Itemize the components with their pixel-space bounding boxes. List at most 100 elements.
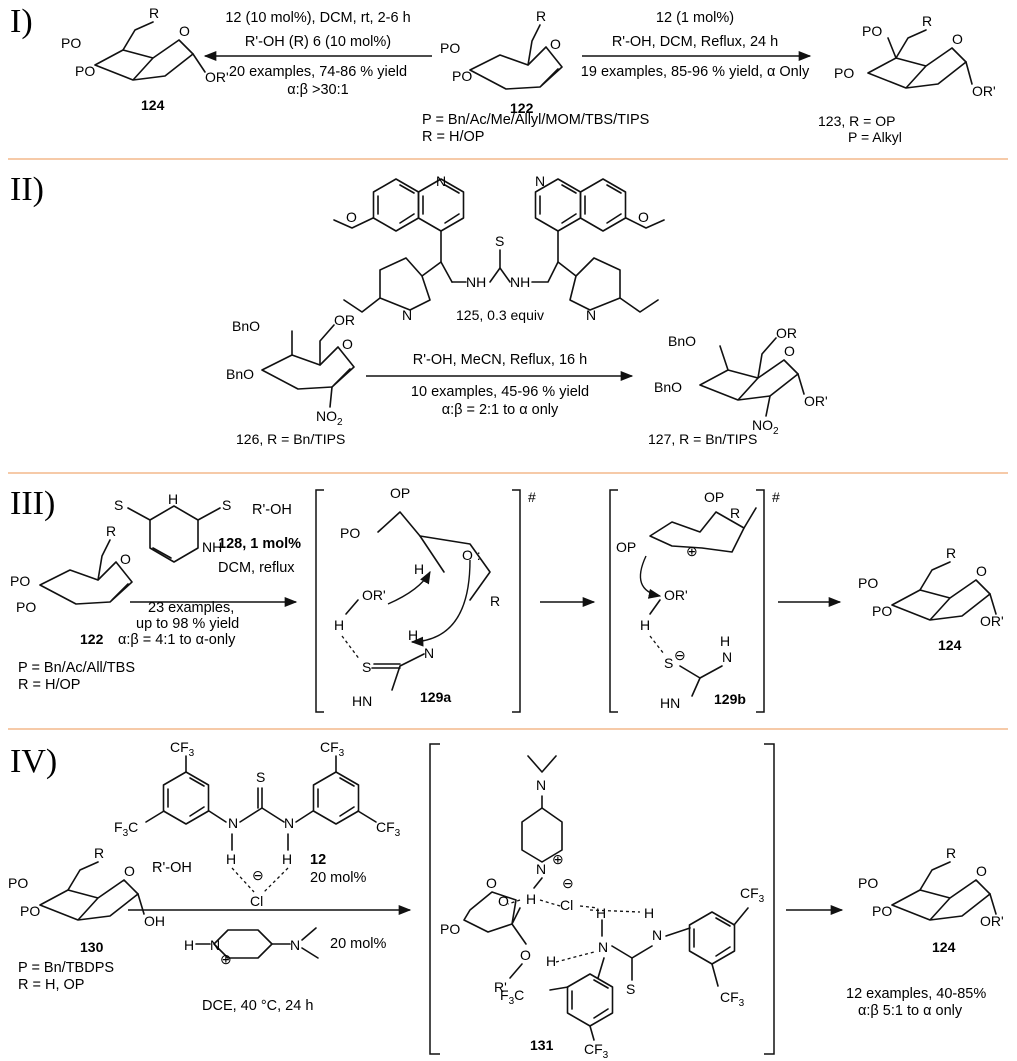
n-atom: N (535, 173, 545, 189)
cl-minus: ⊖ (562, 875, 574, 891)
or-prime: OR' (362, 587, 386, 603)
ts-hash: # (528, 489, 536, 505)
substituent-note: P = Bn/TBDPS (18, 960, 114, 976)
n-atom: N (722, 649, 732, 665)
dmap-hplus: H N ⊕ N (184, 927, 319, 967)
po-group: PO (862, 23, 882, 39)
compound-label: 126, R = Bn/TIPS (236, 431, 345, 447)
glycal-122: R O PO PO 122 (10, 523, 133, 647)
r-group: R (922, 13, 932, 29)
ring-oxygen: O (124, 863, 135, 879)
s-atom: S (222, 497, 231, 513)
product-124: R O PO PO OR' 124 (858, 845, 1004, 955)
section-iii: III) S S H NH R'-OH 128, 1 mol% DCM, ref… (10, 485, 1004, 713)
h-atom: H (414, 561, 424, 577)
complex-label: 131 (530, 1037, 554, 1053)
catalyst-128: S S H NH (114, 491, 231, 563)
condition-text: 128, 1 mol% (218, 536, 301, 552)
op-group: OP (390, 485, 410, 501)
o-atom: O (346, 209, 357, 225)
ring-oxygen: O (952, 31, 963, 47)
s-atom: S (256, 769, 265, 785)
compound-id: 122 (510, 100, 534, 116)
s-atom: S (114, 497, 123, 513)
n-plus: ⊕ (220, 951, 232, 967)
hn-group: HN (352, 693, 372, 709)
substituent-note: P = Bn/Ac/All/TBS (18, 660, 135, 676)
or-prime: OR' (972, 83, 996, 99)
o-atom: O (498, 893, 509, 909)
substituent-note: P = Bn/Ac/Me/Allyl/MOM/TBS/TIPS (422, 112, 649, 128)
bracket-left (315, 489, 324, 713)
r-group: R (94, 845, 104, 861)
substituent-note: R = H/OP (18, 677, 80, 693)
n-atom: N (284, 815, 294, 831)
condition-text: α:β = 2:1 to α only (442, 402, 559, 418)
compound-id: 122 (80, 631, 104, 647)
section-i: I) R O PO PO OR' 124 12 (10 mol%), DCM, … (10, 3, 996, 145)
nitro-group: NO2 (316, 408, 343, 428)
condition-text: DCM, reflux (218, 560, 295, 576)
compound-id: 123, R = OP (818, 113, 895, 129)
o-atom: O (638, 209, 649, 225)
oh-group: OH (144, 913, 165, 929)
cf3-group: CF3 (170, 739, 195, 759)
condition-text: 19 examples, 85-96 % yield, α Only (581, 64, 810, 80)
f3c-group: F3C (114, 819, 138, 839)
n-atom: N (598, 939, 608, 955)
condition-text: 12 (10 mol%), DCM, rt, 2-6 h (225, 10, 410, 26)
o-atom: O (520, 947, 531, 963)
h-atom: H (644, 905, 654, 921)
h-atom: H (526, 891, 536, 907)
h-atom: H (720, 633, 730, 649)
po-group: PO (858, 875, 878, 891)
r-group: R (106, 523, 116, 539)
catalyst-id: 12 (310, 852, 326, 868)
or-group: OR (334, 312, 355, 328)
n-plus: ⊕ (552, 851, 564, 867)
ts-129b: OP OP R ⊕ OR' H S ⊖ N H HN 129b (616, 489, 757, 711)
compound-id: 124 (938, 637, 962, 653)
compound-id: 124 (932, 939, 956, 955)
n-atom: N (536, 861, 546, 877)
po-group: PO (20, 903, 40, 919)
substituent-note: R = H, OP (18, 977, 84, 993)
condition-text: DCE, 40 °C, 24 h (202, 998, 313, 1014)
condition-text: R'-OH, MeCN, Reflux, 16 h (413, 352, 587, 368)
po-group: PO (872, 903, 892, 919)
bno-group: BnO (232, 318, 260, 334)
nh-group: NH (510, 274, 530, 290)
ts-hash: # (772, 489, 780, 505)
po-group: PO (16, 599, 36, 615)
n-atom: N (290, 937, 300, 953)
s-atom: S (626, 981, 635, 997)
n-atom: N (402, 307, 412, 323)
cf3-group: CF3 (720, 989, 745, 1009)
section-ii: II) N O NH S NH N O N (10, 171, 828, 447)
condition-text: α:β = 4:1 to α-only (118, 632, 236, 648)
product-124-left: R O PO PO OR' 124 (61, 5, 229, 113)
section-label-ii: II) (10, 171, 44, 208)
n-atom: N (210, 937, 220, 953)
h-atom: H (546, 953, 556, 969)
substituent-note: P = Alkyl (848, 129, 902, 145)
r-group: R (536, 8, 546, 24)
r-group: R (946, 845, 956, 861)
condition-text: 12 (1 mol%) (656, 10, 734, 26)
section-iv: IV) CF3 F3C N S N CF3 CF3 H H Cl ⊖ (8, 739, 1004, 1061)
or-prime: OR' (980, 913, 1004, 929)
po-group: PO (858, 575, 878, 591)
condition-text: 23 examples, (148, 600, 234, 616)
glycal-122: R O PO PO 122 (440, 8, 563, 116)
nh-group: N (424, 645, 434, 661)
or-group: OR (776, 325, 797, 341)
ring-oxygen: O (179, 23, 190, 39)
or-prime: OR' (664, 587, 688, 603)
nh-group: NH (466, 274, 486, 290)
ring-oxygen: O (120, 551, 131, 567)
r-group: R (490, 593, 500, 609)
s-atom: S (362, 659, 371, 675)
result-text: α:β 5:1 to α only (858, 1003, 963, 1019)
bno-group: BnO (654, 379, 682, 395)
po-group: PO (10, 573, 30, 589)
